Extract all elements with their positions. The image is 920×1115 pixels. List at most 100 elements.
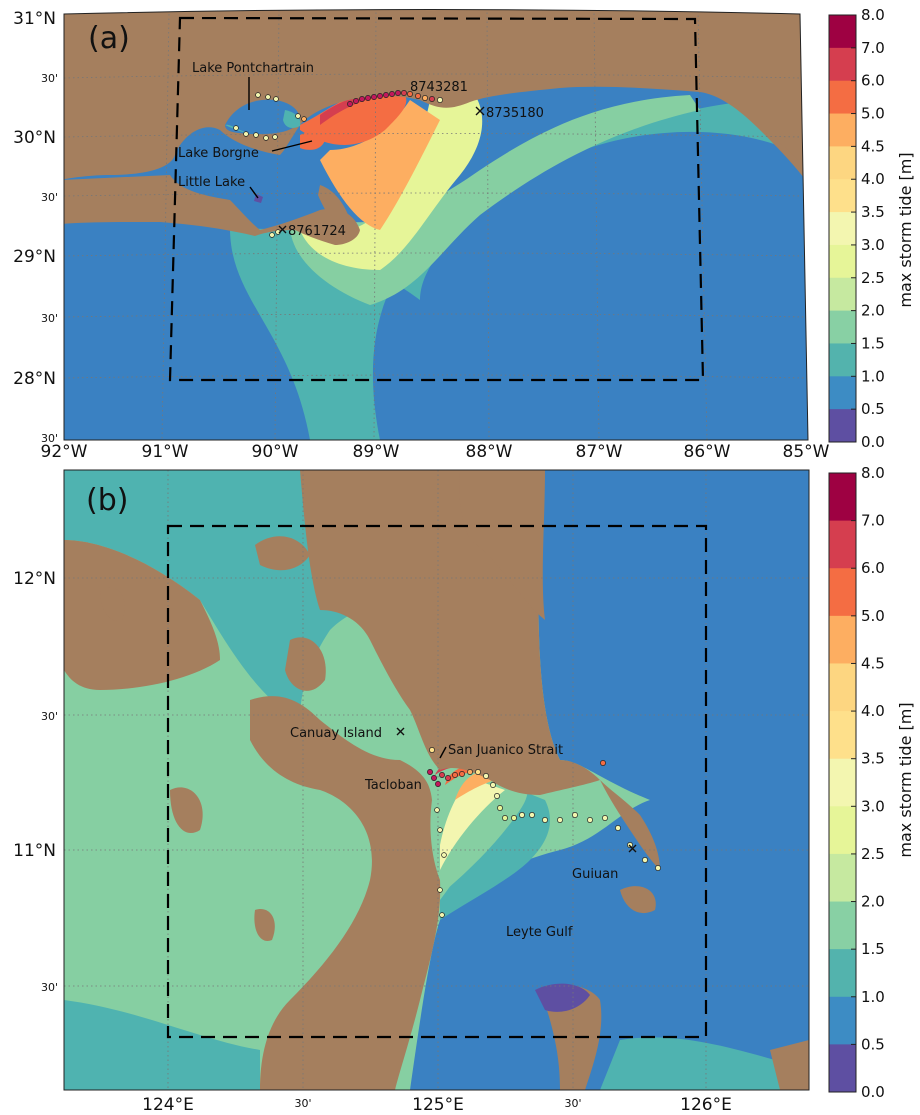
- colorbar-tick-b-11: 1.0: [861, 988, 885, 1006]
- colorbar-swatch-a-5: [829, 179, 856, 213]
- colorbar-tick-b-6: 3.5: [861, 750, 885, 768]
- leader-lines-a: [248, 77, 313, 199]
- x-tick-a-0: 92°W: [41, 442, 88, 462]
- place-lake-borgne: Lake Borgne: [178, 146, 259, 161]
- colorbar-tick-a-10: 1.5: [861, 334, 885, 352]
- x-tick-a-4: 88°W: [466, 442, 513, 462]
- colorbar-swatch-b-2: [829, 568, 856, 617]
- station-marks-b: [396, 727, 637, 853]
- map-frame-a: [63, 9, 809, 441]
- lake-pontchartrain-edge: [283, 110, 301, 128]
- surge-band-yellow-b: [440, 778, 505, 870]
- land-island-2: [285, 637, 326, 691]
- colorbar-swatch-b-8: [829, 853, 856, 903]
- colorbar-frame-b: [828, 472, 857, 1093]
- colorbar-swatch-a-3: [829, 113, 856, 147]
- station-dots-b: [427, 747, 661, 918]
- colorbar-tick-a-3: 5.0: [861, 105, 885, 123]
- x-axis-ticks-a: 92°W 91°W 90°W 89°W 88°W 87°W 86°W 85°W: [41, 442, 830, 462]
- colorbar-tick-a-4: 4.5: [861, 137, 885, 155]
- surge-band-orange-b: [455, 772, 495, 800]
- colorbar-tick-b-12: 0.5: [861, 1035, 885, 1053]
- x-tick-a-2: 90°W: [252, 442, 299, 462]
- colorbar-swatch-a-2: [829, 80, 856, 115]
- colorbar-b: 8.07.06.05.04.54.03.53.02.52.01.51.00.50…: [828, 464, 885, 1101]
- surge-band-orange-a: [320, 100, 440, 230]
- y-tick-b-1: 30': [41, 710, 58, 723]
- subdomain-box-a: [168, 16, 705, 382]
- station-dots-a: [233, 90, 443, 238]
- teal-water-sw-b: [64, 1000, 260, 1090]
- colorbar-tick-a-13: 0.0: [861, 433, 885, 451]
- x-tick-b-2: 125°E: [412, 1095, 464, 1115]
- place-san-juanico-strait: San Juanico Strait: [448, 743, 563, 758]
- land-west-b: [64, 540, 220, 690]
- colorbar-swatch-a-0: [829, 15, 856, 49]
- x-tick-b-3: 30': [564, 1097, 581, 1110]
- colorbar-swatch-b-5: [829, 711, 856, 760]
- y-tick-a-2: 30°N: [13, 128, 56, 148]
- land-island-4: [254, 909, 275, 941]
- place-canuay-island: Canuay Island: [290, 726, 382, 741]
- panel-label-a: (a): [88, 21, 130, 56]
- colorbar-tick-a-0: 8.0: [861, 6, 885, 24]
- subdomain-box-b: [166, 524, 708, 1039]
- deep-water-b: [410, 470, 809, 1090]
- station-label-8735180: 8735180: [486, 106, 544, 121]
- place-tacloban: Tacloban: [364, 778, 422, 793]
- x-axis-ticks-b: 124°E 30' 125°E 30' 126°E: [142, 1095, 732, 1115]
- colorbar-swatch-b-1: [829, 520, 856, 569]
- colorbar-tick-b-5: 4.0: [861, 702, 885, 720]
- colorbar-tick-b-9: 2.0: [861, 893, 885, 911]
- place-guiuan: Guiuan: [572, 867, 618, 882]
- y-tick-a-5: 30': [41, 312, 58, 325]
- colorbar-tick-a-2: 6.0: [861, 72, 885, 90]
- land-island-3: [170, 787, 203, 834]
- surge-band-teal-a: [230, 100, 790, 440]
- colorbar-tick-b-3: 5.0: [861, 607, 885, 625]
- land-island-5: [100, 587, 125, 621]
- colorbar-tick-a-9: 2.0: [861, 302, 885, 320]
- colorbar-swatch-b-9: [829, 901, 856, 950]
- gridlines-a: [64, 9, 807, 440]
- colorbar-swatch-a-7: [829, 244, 856, 279]
- surge-band-red-a: [300, 92, 407, 145]
- colorbar-tick-a-7: 3.0: [861, 236, 885, 254]
- land-guiuan: [600, 780, 660, 870]
- station-marks-a: [278, 106, 485, 234]
- y-tick-b-0: 12°N: [13, 569, 56, 589]
- colorbar-swatch-b-4: [829, 663, 856, 712]
- lake-pontchartrain: [225, 99, 300, 135]
- station-8735180-icon: [475, 106, 485, 116]
- colorbar-swatch-a-4: [829, 146, 856, 180]
- colorbar-tick-b-4: 4.5: [861, 654, 885, 672]
- station-label-8743281: 8743281: [410, 80, 468, 95]
- map-frame-b: [63, 469, 810, 1091]
- colorbar-title-a: max storm tide [m]: [896, 152, 915, 307]
- land-leyte: [250, 696, 441, 1090]
- land-right-edge: [770, 1040, 809, 1090]
- leader-line-san-juanico: [439, 746, 447, 759]
- colorbar-tick-b-7: 3.0: [861, 797, 885, 815]
- place-lake-pontchartrain: Lake Pontchartrain: [192, 61, 314, 76]
- x-tick-b-4: 126°E: [680, 1095, 732, 1115]
- surge-band-yellow-a: [300, 95, 483, 270]
- colorbar-tick-b-1: 7.0: [861, 512, 885, 530]
- x-tick-a-1: 91°W: [142, 442, 189, 462]
- teal-water-se-b: [600, 1037, 809, 1090]
- y-tick-b-3: 30': [41, 981, 58, 994]
- canuay-island-icon: [396, 727, 405, 736]
- colorbar-swatch-a-8: [829, 277, 856, 312]
- y-tick-a-6: 28°N: [13, 369, 56, 389]
- y-tick-a-4: 29°N: [13, 247, 56, 267]
- y-tick-a-0: 31°N: [13, 9, 56, 29]
- place-leyte-gulf: Leyte Gulf: [506, 925, 573, 940]
- surge-band-green-b: [440, 780, 528, 895]
- colorbar-title-b: max storm tide [m]: [896, 702, 915, 857]
- colorbar-swatch-a-1: [829, 47, 856, 82]
- colorbar-swatch-b-12: [829, 1044, 856, 1093]
- colorbar-swatch-a-10: [829, 343, 856, 377]
- colorbar-swatch-b-6: [829, 758, 856, 807]
- x-tick-b-0: 124°E: [142, 1095, 194, 1115]
- colorbar-swatch-a-6: [829, 212, 856, 246]
